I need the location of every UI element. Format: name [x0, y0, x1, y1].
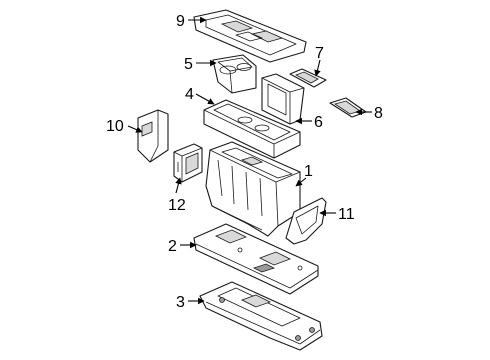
- callout-1: 1: [304, 163, 313, 180]
- part-12-switch-module: [173, 143, 203, 183]
- part-4-tray: [203, 99, 301, 159]
- part-1-console-body: [205, 141, 301, 237]
- callout-6: 6: [314, 114, 323, 131]
- callout-8: 8: [374, 105, 383, 122]
- part-11-rear-trim: [285, 197, 327, 245]
- callout-3: 3: [176, 294, 185, 311]
- callout-12: 12: [168, 197, 186, 214]
- part-8-mat: [329, 97, 367, 118]
- callout-10: 10: [106, 118, 124, 135]
- callout-numbers: 9 5 7 4 6 8 10 1 12 11 2 3: [106, 13, 383, 311]
- part-2-bracket-plate: [193, 223, 319, 295]
- callout-11: 11: [338, 206, 355, 223]
- part-5-cup-holder: [212, 54, 257, 94]
- callout-9: 9: [176, 13, 185, 30]
- part-6-storage-bin: [261, 73, 305, 125]
- part-7-pad: [289, 68, 327, 88]
- callout-7: 7: [315, 45, 324, 62]
- callout-leaders: [127, 16, 372, 305]
- part-10-side-trim: [137, 109, 169, 163]
- callout-5: 5: [184, 56, 193, 73]
- callout-2: 2: [168, 238, 177, 255]
- part-9-top-tray: [193, 9, 307, 63]
- part-3-base-bracket: [199, 281, 323, 351]
- callout-4: 4: [185, 86, 194, 103]
